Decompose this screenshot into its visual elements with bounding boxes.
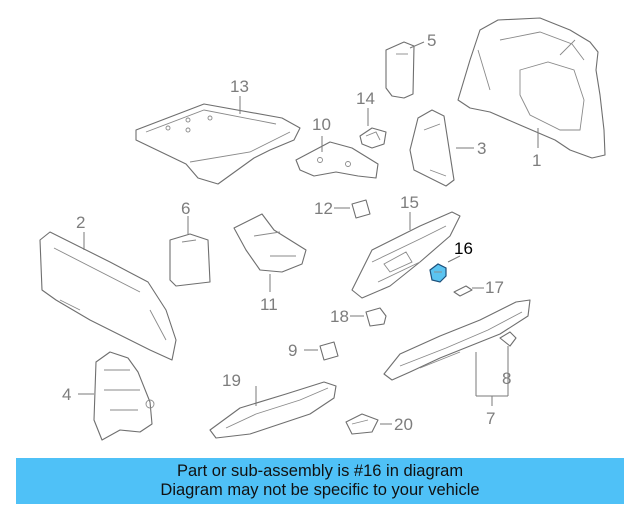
callout-14: 14 xyxy=(356,89,375,108)
part-9-clip xyxy=(319,341,339,361)
callout-10: 10 xyxy=(312,115,331,134)
callout-17: 17 xyxy=(485,278,504,297)
callout-13: 13 xyxy=(230,77,249,96)
part-11-bracket xyxy=(233,213,307,273)
callout-3: 3 xyxy=(477,139,486,158)
part-17-tab xyxy=(453,285,473,297)
callout-18: 18 xyxy=(330,307,349,326)
callout-19: 19 xyxy=(222,371,241,390)
part-2-left-panel xyxy=(39,231,177,361)
part-1-quarter-trim xyxy=(457,17,606,159)
callout-8: 8 xyxy=(502,369,511,388)
parts-diagram: 1 5 13 14 10 3 12 6 xyxy=(39,17,606,441)
callout-4: 4 xyxy=(62,385,71,404)
callout-16: 16 xyxy=(454,239,473,258)
part-20-handle xyxy=(345,413,379,435)
callout-2: 2 xyxy=(76,213,85,232)
part-6-panel xyxy=(169,233,211,287)
part-5-panel xyxy=(385,41,415,99)
part-15-trim-panel xyxy=(351,211,461,299)
callout-6: 6 xyxy=(181,199,190,218)
part-16-clip xyxy=(429,263,447,283)
callout-20: 20 xyxy=(394,415,413,434)
part-13-floor-mat xyxy=(135,103,301,185)
part-8-push-pin xyxy=(499,331,517,347)
part-10-plate xyxy=(295,141,379,179)
callout-7: 7 xyxy=(486,409,495,428)
part-7-sill-plate xyxy=(383,299,531,381)
banner-line-2: Diagram may not be specific to your vehi… xyxy=(160,481,480,499)
part-4-storage-box xyxy=(93,351,155,441)
callout-11: 11 xyxy=(260,295,278,314)
part-18-clip xyxy=(365,307,387,327)
info-banner: Part or sub-assembly is #16 in diagram D… xyxy=(16,458,624,504)
part-3-side-panel xyxy=(409,109,455,187)
part-19-cargo-cover xyxy=(209,381,337,439)
banner-line-1: Part or sub-assembly is #16 in diagram xyxy=(176,462,464,480)
part-12-clip xyxy=(351,199,371,219)
part-14-bracket xyxy=(359,127,387,149)
callout-15: 15 xyxy=(400,193,419,212)
callout-12: 12 xyxy=(314,199,333,218)
callout-9: 9 xyxy=(288,341,297,360)
callout-5: 5 xyxy=(427,31,436,50)
callout-1: 1 xyxy=(532,151,541,170)
